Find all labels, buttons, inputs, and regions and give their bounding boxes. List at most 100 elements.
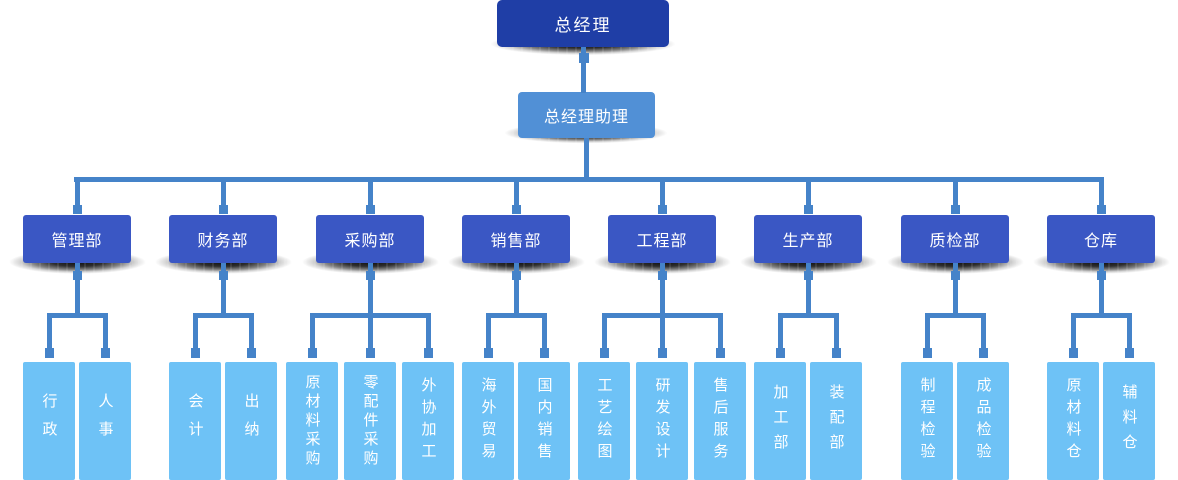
- connector-drop-department: [514, 181, 519, 207]
- connector-nub-child: [1069, 348, 1078, 358]
- connector-nub-child: [776, 348, 785, 358]
- assistant-node: 总经理助理: [518, 92, 655, 138]
- department-node: 销售部: [462, 215, 570, 263]
- connector-drop-child: [47, 313, 52, 350]
- connector-fork-stem: [75, 263, 80, 318]
- connector-nub-child: [979, 348, 988, 358]
- sub-department-node: 成品检验: [957, 362, 1009, 480]
- sub-department-node-label: 国内销售: [535, 377, 553, 465]
- connector-drop-child: [310, 313, 315, 350]
- sub-department-node: 辅料仓: [1103, 362, 1155, 480]
- department-node-label: 生产部: [782, 233, 834, 250]
- sub-department-node: 研发设计: [636, 362, 688, 480]
- department-node: 工程部: [608, 215, 716, 263]
- sub-department-node-label: 海外贸易: [479, 377, 497, 465]
- connector-drop-department: [660, 181, 665, 207]
- sub-department-node-label: 工艺绘图: [595, 377, 613, 465]
- sub-department-node: 外协加工: [402, 362, 454, 480]
- connector-drop-child: [193, 313, 198, 350]
- connector-nub-department: [804, 205, 813, 214]
- sub-department-node-label: 出纳: [242, 393, 260, 449]
- connector-fork-stem: [660, 263, 665, 318]
- connector-nub-child: [484, 348, 493, 358]
- connector-drop-department: [806, 181, 811, 207]
- connector-nub-child: [1125, 348, 1134, 358]
- department-node-label: 工程部: [636, 233, 688, 250]
- sub-department-node: 工艺绘图: [578, 362, 630, 480]
- connector-drop-department: [75, 181, 80, 207]
- sub-department-node: 人事: [79, 362, 131, 480]
- department-node: 仓库: [1047, 215, 1155, 263]
- sub-department-node: 零配件采购: [344, 362, 396, 480]
- connector-fork-stem: [221, 263, 226, 318]
- connector-nub-child: [101, 348, 110, 358]
- sub-department-node: 装配部: [810, 362, 862, 480]
- connector-nub-child: [45, 348, 54, 358]
- department-node: 采购部: [316, 215, 424, 263]
- sub-department-node: 会计: [169, 362, 221, 480]
- connector-nub-child: [366, 348, 375, 358]
- sub-department-node: 制程检验: [901, 362, 953, 480]
- connector-drop-child: [426, 313, 431, 350]
- connector-fork-stem: [368, 263, 373, 318]
- connector-nub-department: [512, 205, 521, 214]
- connector-drop-child: [249, 313, 254, 350]
- sub-department-node: 国内销售: [518, 362, 570, 480]
- connector-fork-branch: [925, 313, 986, 318]
- connector-nub-child: [600, 348, 609, 358]
- sub-department-node-label: 研发设计: [653, 377, 671, 465]
- connector-fork-stem-nub: [73, 271, 82, 280]
- connector-nub-child: [923, 348, 932, 358]
- connector-fork-stem-nub: [804, 271, 813, 280]
- connector-nub-department: [219, 205, 228, 214]
- connector-fork-branch: [47, 313, 108, 318]
- connector-fork-stem: [514, 263, 519, 318]
- connector-nub-child: [832, 348, 841, 358]
- connector-nub-child: [658, 348, 667, 358]
- sub-department-node: 出纳: [225, 362, 277, 480]
- connector-fork-stem-nub: [512, 271, 521, 280]
- connector-fork-stem-nub: [1097, 271, 1106, 280]
- connector-nub-department: [73, 205, 82, 214]
- connector-fork-stem: [953, 263, 958, 318]
- connector-nub-root: [579, 53, 589, 63]
- connector-fork-stem-nub: [366, 271, 375, 280]
- sub-department-node-label: 外协加工: [419, 377, 437, 465]
- department-node-label: 管理部: [51, 233, 103, 250]
- connector-drop-child: [368, 313, 373, 350]
- sub-department-node: 加工部: [754, 362, 806, 480]
- sub-department-node-label: 原材料仓: [1064, 377, 1082, 465]
- connector-nub-department: [366, 205, 375, 214]
- assistant-node-label: 总经理助理: [543, 109, 629, 126]
- connector-nub-child: [191, 348, 200, 358]
- connector-drop-child: [542, 313, 547, 350]
- root-node-label: 总经理: [554, 16, 612, 35]
- connector-nub-child: [540, 348, 549, 358]
- connector-drop-child: [981, 313, 986, 350]
- connector-nub-department: [951, 205, 960, 214]
- connector-nub-department: [1097, 205, 1106, 214]
- connector-fork-stem-nub: [658, 271, 667, 280]
- sub-department-node-label: 人事: [96, 393, 114, 449]
- department-node-label: 仓库: [1083, 233, 1118, 250]
- connector-nub-child: [308, 348, 317, 358]
- department-node: 生产部: [754, 215, 862, 263]
- sub-department-node: 行政: [23, 362, 75, 480]
- department-node-label: 质检部: [929, 233, 981, 250]
- connector-drop-child: [925, 313, 930, 350]
- connector-drop-department: [368, 181, 373, 207]
- connector-fork-stem: [1099, 263, 1104, 318]
- connector-fork-branch: [1071, 313, 1132, 318]
- connector-fork-branch: [193, 313, 254, 318]
- sub-department-node-label: 售后服务: [711, 377, 729, 465]
- connector-stem-assistant: [584, 138, 589, 181]
- connector-drop-child: [103, 313, 108, 350]
- sub-department-node-label: 零配件采购: [361, 373, 379, 469]
- connector-drop-child: [486, 313, 491, 350]
- department-node-label: 财务部: [197, 233, 249, 250]
- sub-department-node-label: 制程检验: [918, 377, 936, 465]
- connector-drop-child: [1071, 313, 1076, 350]
- connector-nub-child: [424, 348, 433, 358]
- connector-bus: [74, 177, 1104, 182]
- sub-department-node: 原材料采购: [286, 362, 338, 480]
